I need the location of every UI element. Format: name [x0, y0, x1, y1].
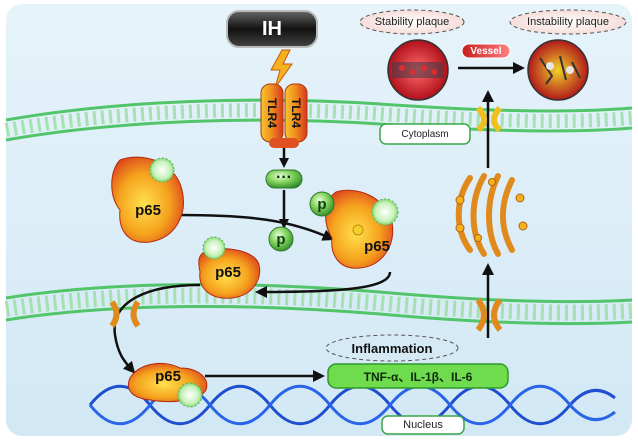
- adaptor-complex: [265, 169, 303, 189]
- stable-plaque-oval: [359, 9, 465, 35]
- inflammation-oval: [325, 334, 459, 362]
- p65-nuclear-label: p65: [155, 367, 181, 385]
- adaptor-label: ···: [276, 169, 292, 186]
- p65-inactive: [111, 156, 184, 243]
- nuclear-pore: [109, 300, 141, 328]
- p65-nuclear: [127, 362, 208, 408]
- nuclear-membrane: [4, 282, 633, 326]
- vessel-label: Vessel: [470, 45, 502, 57]
- secretion-channel: [475, 298, 503, 332]
- vesicles: [455, 178, 528, 242]
- p65-phosphorylated: [325, 189, 399, 269]
- p65-free: [198, 236, 261, 299]
- nucleus-label: Nucleus: [403, 419, 443, 431]
- unstable-plaque-icon: [527, 39, 589, 101]
- unstable-plaque-oval: [509, 9, 627, 35]
- arrow-p65-phosphorylation: [179, 213, 335, 241]
- stable-plaque-label: Stability plaque: [374, 16, 450, 28]
- exocytosis-channel: [475, 105, 503, 133]
- cytoplasm-label-box: [379, 123, 471, 145]
- plasma-membrane: [4, 98, 633, 142]
- inflammation-label: Inflammation: [351, 340, 433, 356]
- arrow-p65-release: [255, 271, 392, 298]
- vessel-pill: [461, 43, 511, 59]
- ih-stimulus-box: [226, 10, 318, 48]
- stable-plaque-icon: [387, 39, 449, 101]
- cytoplasm-label: Cytoplasm: [401, 128, 449, 140]
- p65-free-label: p65: [215, 263, 241, 281]
- cytokines-label: TNF-α、IL-1β、IL-6: [363, 369, 473, 384]
- phospho-ball-2: [309, 191, 335, 217]
- ih-label: IH: [262, 17, 282, 40]
- phospho-label-2: p: [317, 195, 327, 213]
- tlr4-receptor: [260, 83, 308, 148]
- tlr4-label-b: TLR4: [289, 98, 303, 128]
- phospho-label-1: p: [276, 230, 286, 248]
- cytokine-box: [327, 363, 509, 389]
- unstable-plaque-label: Instability plaque: [527, 16, 609, 28]
- p65-phosphorylated-label: p65: [364, 237, 390, 255]
- lightning-bolt-icon: [270, 49, 293, 89]
- p65-inactive-label: p65: [135, 201, 161, 219]
- phospho-ball-1: [268, 226, 294, 252]
- tlr4-label-b-wrap: TLR4: [276, 98, 316, 128]
- cell-background: [6, 4, 632, 436]
- nucleus-label-box: [381, 415, 465, 435]
